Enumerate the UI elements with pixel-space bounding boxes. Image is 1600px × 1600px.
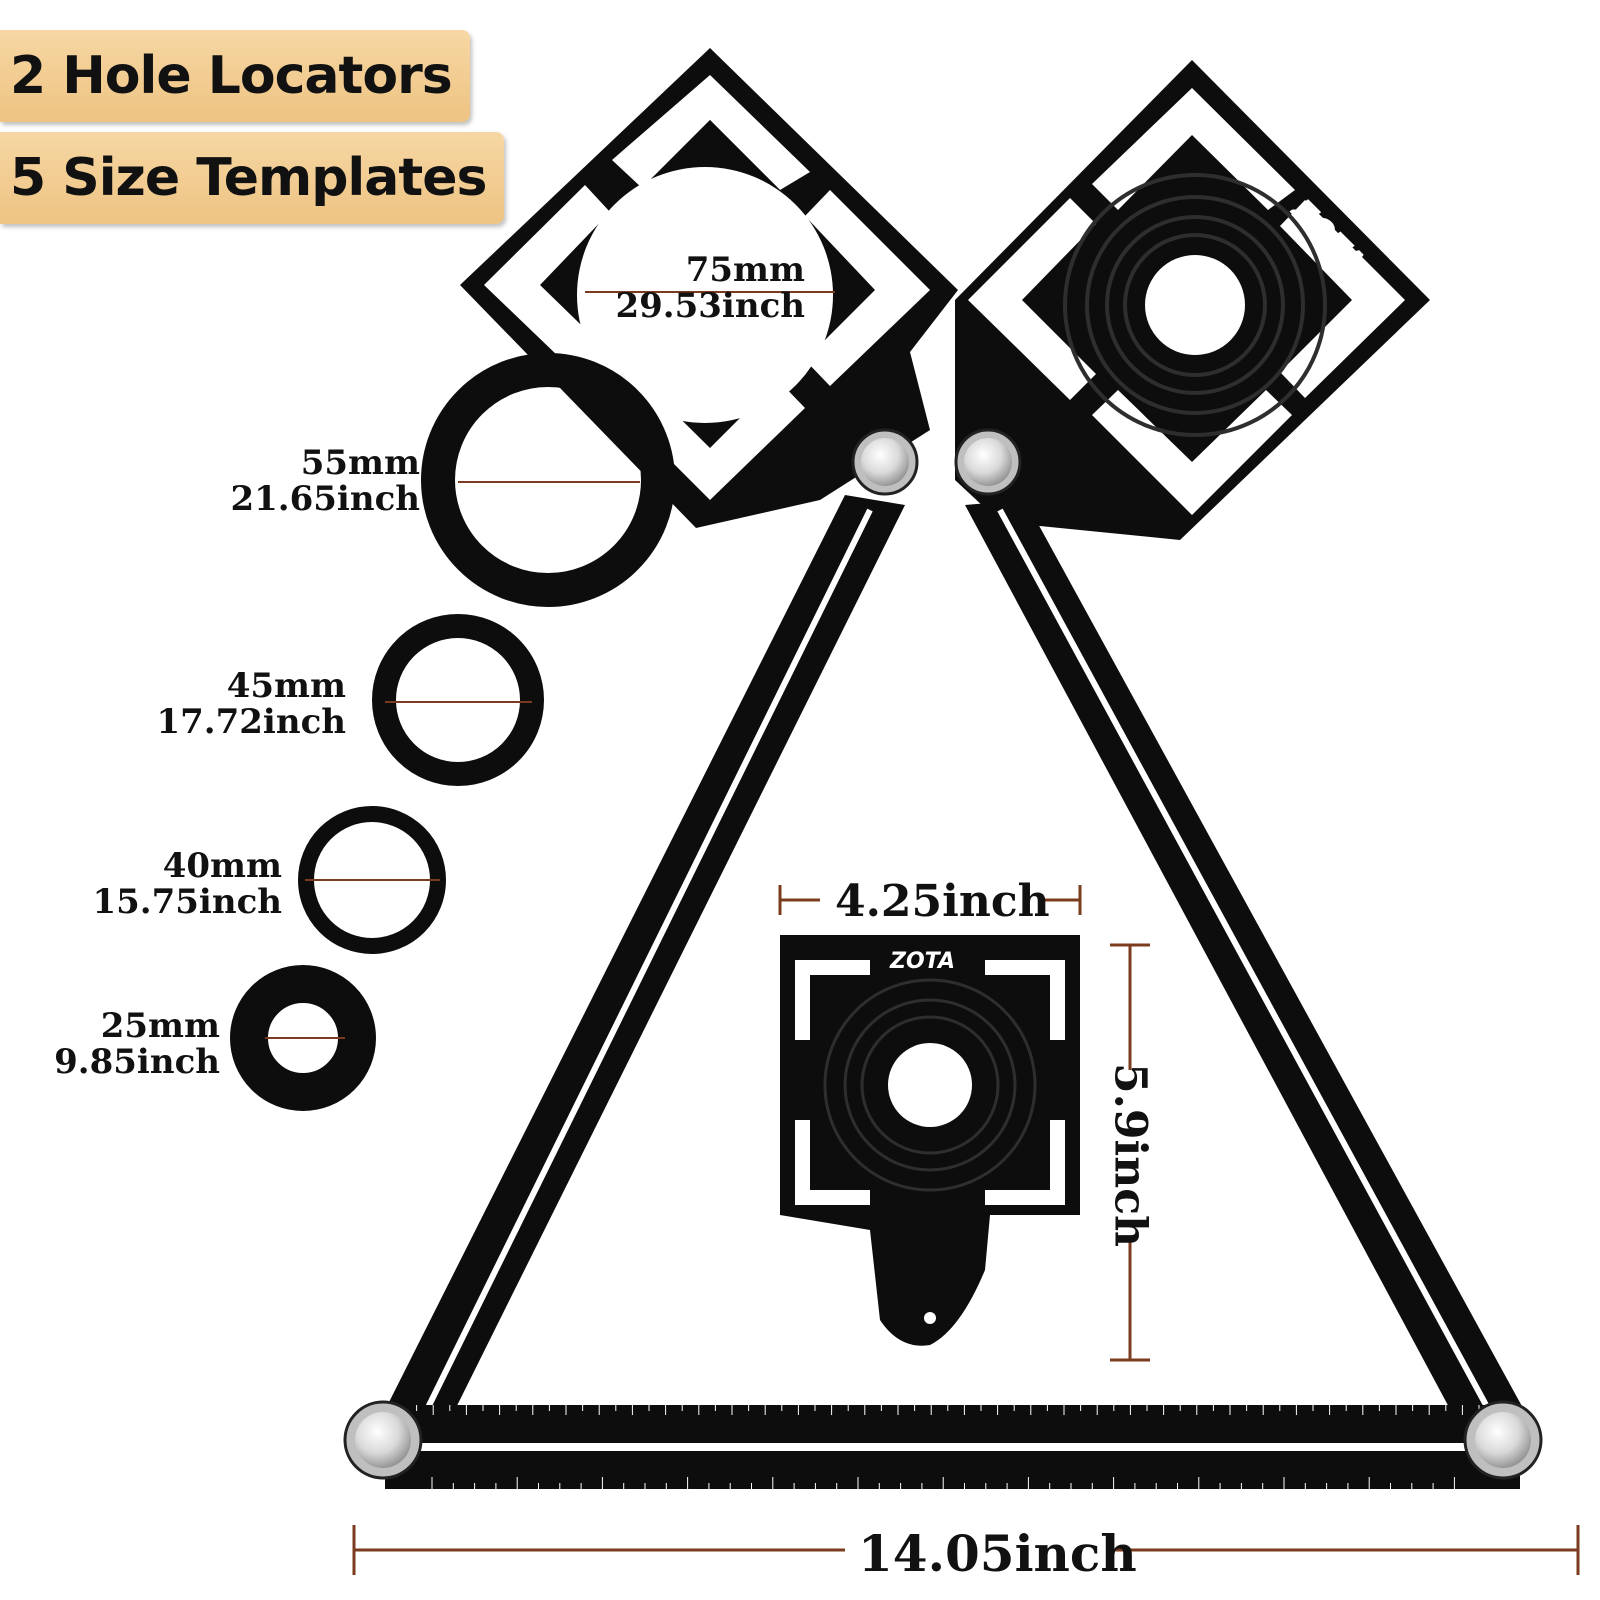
ruler-length-label: 14.05inch <box>858 1524 1137 1583</box>
template-label-45: 45mm 17.72inch <box>140 668 346 740</box>
ring-25mm <box>230 965 376 1111</box>
size-inch: 9.85inch <box>54 1042 220 1083</box>
hinge-knob-cap <box>861 438 909 486</box>
template-label-75: 75mm 29.53inch <box>600 252 805 324</box>
size-inch: 29.53inch <box>615 286 805 327</box>
hinge-knob-cap <box>1475 1412 1531 1468</box>
left-hole-locator <box>460 48 958 528</box>
75mm-hole <box>577 167 833 423</box>
center-plate-template: ZOTA <box>780 935 1080 1346</box>
size-mm: 75mm <box>685 250 805 290</box>
hole-locators-badge: 2 Hole Locators <box>0 30 470 122</box>
ruler-arms <box>375 495 1535 1489</box>
size-mm: 25mm <box>100 1006 220 1046</box>
brand-logo: ZOTA <box>889 949 955 974</box>
dimension-lines <box>352 885 1580 1575</box>
right-hole-locator: ZOTA <box>955 60 1430 540</box>
template-label-25: 25mm 9.85inch <box>40 1008 220 1080</box>
size-inch: 17.72inch <box>156 702 346 743</box>
size-template-rings <box>230 353 675 1111</box>
size-inch: 15.75inch <box>92 882 282 923</box>
ruler-ticks <box>399 1405 1497 1415</box>
corner-window <box>612 75 810 190</box>
corner-window <box>805 190 930 386</box>
center-hole <box>1145 255 1245 355</box>
hinge-knob-cap <box>355 1412 411 1468</box>
center-hole <box>888 1043 972 1127</box>
plate-height-label: 5.9inch <box>1104 1062 1156 1248</box>
corner-window <box>484 185 612 382</box>
ring-45mm <box>372 614 544 786</box>
plate-width-label: 4.25inch <box>835 876 1050 927</box>
size-mm: 40mm <box>162 846 282 886</box>
template-label-55: 55mm 21.65inch <box>200 445 420 517</box>
size-templates-badge: 5 Size Templates <box>0 132 505 224</box>
size-mm: 45mm <box>226 666 346 706</box>
size-mm: 55mm <box>300 443 420 483</box>
ruler-ticks <box>431 1477 1455 1489</box>
size-inch: 21.65inch <box>230 479 420 520</box>
ring-55mm <box>421 353 675 607</box>
badge-text: 2 Hole Locators <box>10 46 453 106</box>
template-label-40: 40mm 15.75inch <box>80 848 282 920</box>
hinge-knob-cap <box>964 438 1012 486</box>
badge-text: 5 Size Templates <box>10 148 487 208</box>
